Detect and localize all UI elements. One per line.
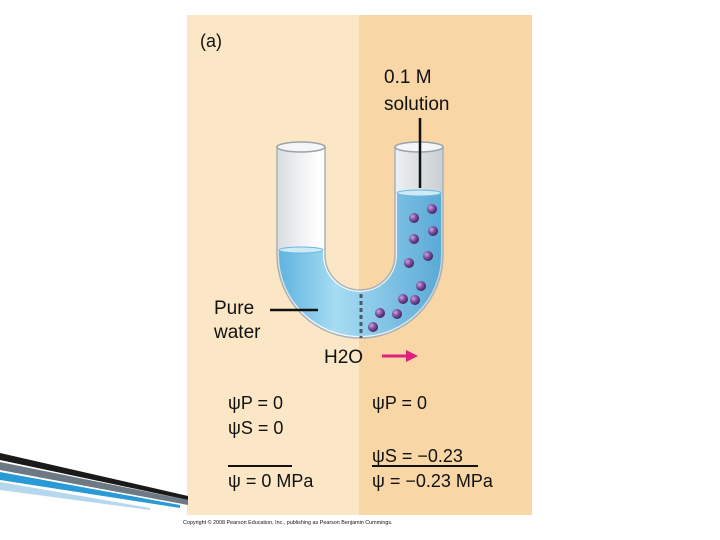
solute-particle [423, 251, 433, 261]
solute-particle [427, 204, 437, 214]
panel-label: (a) [200, 31, 222, 51]
solute-particle [404, 258, 414, 268]
solute-particle [398, 294, 408, 304]
flow-label: H2O [324, 347, 363, 368]
copyright-credit: Copyright © 2008 Pearson Education, Inc.… [183, 519, 393, 526]
right-panel-bg [359, 15, 532, 515]
solute-particle [428, 226, 438, 236]
slide-corner-decoration [0, 453, 188, 510]
left-panel-bg [187, 15, 359, 515]
solute-particle [375, 308, 385, 318]
solute-particle [409, 234, 419, 244]
solution-label-line2: solution [384, 94, 450, 115]
solute-particle [392, 309, 402, 319]
left-psi: ψ = 0 MPa [228, 471, 314, 491]
left-psi-s: ψS = 0 [228, 418, 283, 438]
flow-arrow-head [406, 350, 418, 362]
solute-particle [416, 281, 426, 291]
right-psi: ψ = −0.23 MPa [372, 471, 494, 491]
right-psi-p: ψP = 0 [372, 393, 427, 413]
pure-water-label-line2: water [213, 322, 261, 343]
solute-particle [368, 322, 378, 332]
solute-particle [409, 213, 419, 223]
solute-particle [410, 295, 420, 305]
left-water-surface [278, 246, 324, 254]
left-psi-p: ψP = 0 [228, 393, 283, 413]
solution-label-line1: 0.1 M [384, 67, 432, 88]
pure-water-label-line1: Pure [214, 298, 254, 319]
right-water-surface [396, 189, 442, 197]
solute-particles [368, 204, 438, 332]
right-psi-s: ψS = −0.23 [372, 446, 463, 466]
left-tube-rim [276, 141, 326, 153]
